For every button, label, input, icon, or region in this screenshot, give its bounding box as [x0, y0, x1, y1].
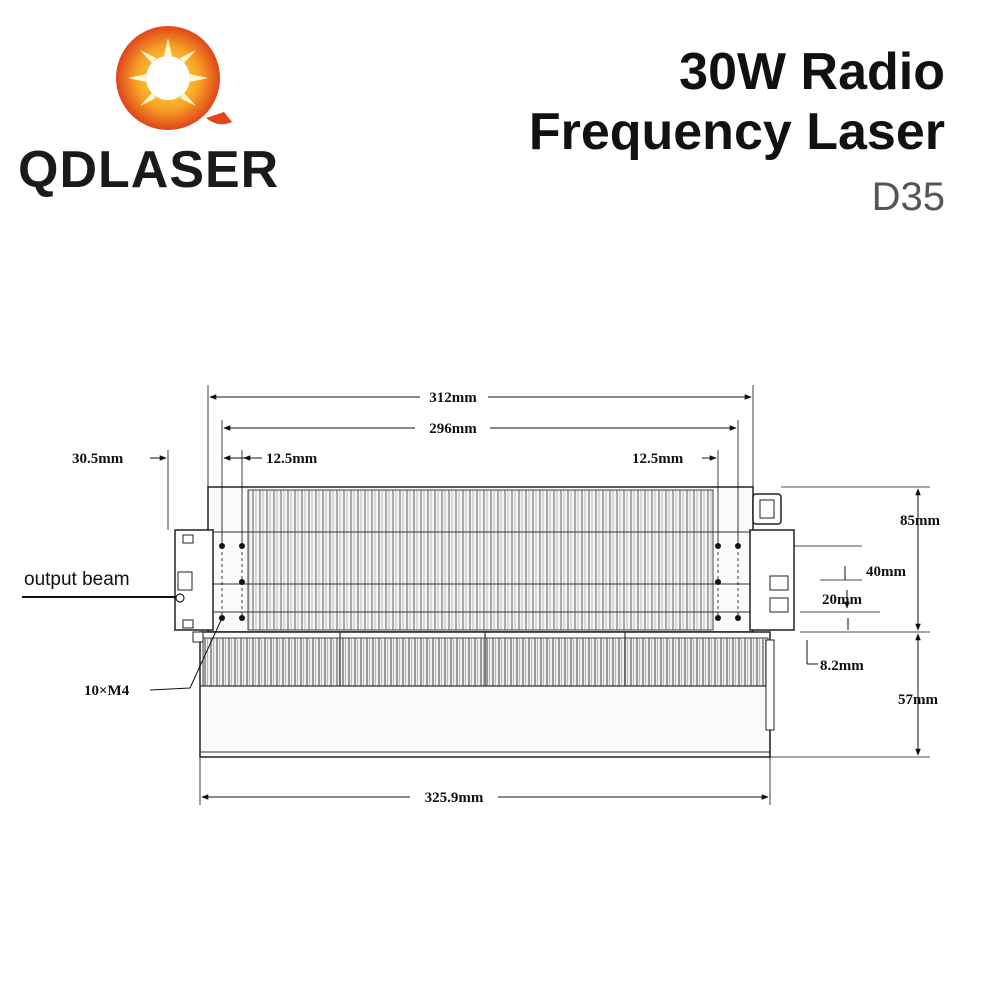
dim-30-5: 30.5mm: [72, 450, 244, 530]
dim-30-5-label: 30.5mm: [72, 451, 124, 467]
dim-57: 57mm: [770, 633, 938, 758]
dim-40: 40mm: [794, 545, 906, 581]
model-name: D35: [871, 175, 945, 219]
dim-325-9-label: 325.9mm: [425, 790, 484, 806]
title-line-2: Frequency Laser: [528, 103, 945, 161]
dim-20-label: 20mm: [822, 592, 862, 608]
dim-12-5-right: 12.5mm: [632, 450, 719, 545]
output-beam-label: output beam: [24, 569, 130, 590]
dim-296-label: 296mm: [429, 421, 477, 437]
dim-12-5-left: 12.5mm: [241, 450, 318, 545]
heat-sink-lower: [192, 631, 775, 758]
dim-296: 296mm: [221, 420, 739, 545]
dim-312-label: 312mm: [429, 390, 477, 406]
screws-label: 10×M4: [84, 683, 130, 699]
dim-20: 20mm: [800, 590, 880, 613]
qdlaser-sun-logo: [116, 26, 232, 130]
dim-12-5-right-label: 12.5mm: [632, 451, 684, 467]
dim-312: 312mm: [207, 385, 754, 487]
laser-housing-upper: [174, 486, 795, 633]
dim-85: 85mm: [781, 486, 940, 633]
screws-leader: [149, 617, 223, 691]
dim-57-label: 57mm: [898, 692, 938, 708]
dim-12-5-left-label: 12.5mm: [266, 451, 318, 467]
brand-name: QDLASER: [18, 141, 280, 199]
dim-325-9: 325.9mm: [199, 730, 771, 806]
dim-85-label: 85mm: [900, 513, 940, 529]
dim-40-label: 40mm: [866, 564, 906, 580]
dim-8-2: 8.2mm: [806, 618, 864, 674]
dim-8-2-label: 8.2mm: [820, 658, 864, 674]
title-line-1: 30W Radio: [679, 43, 945, 101]
